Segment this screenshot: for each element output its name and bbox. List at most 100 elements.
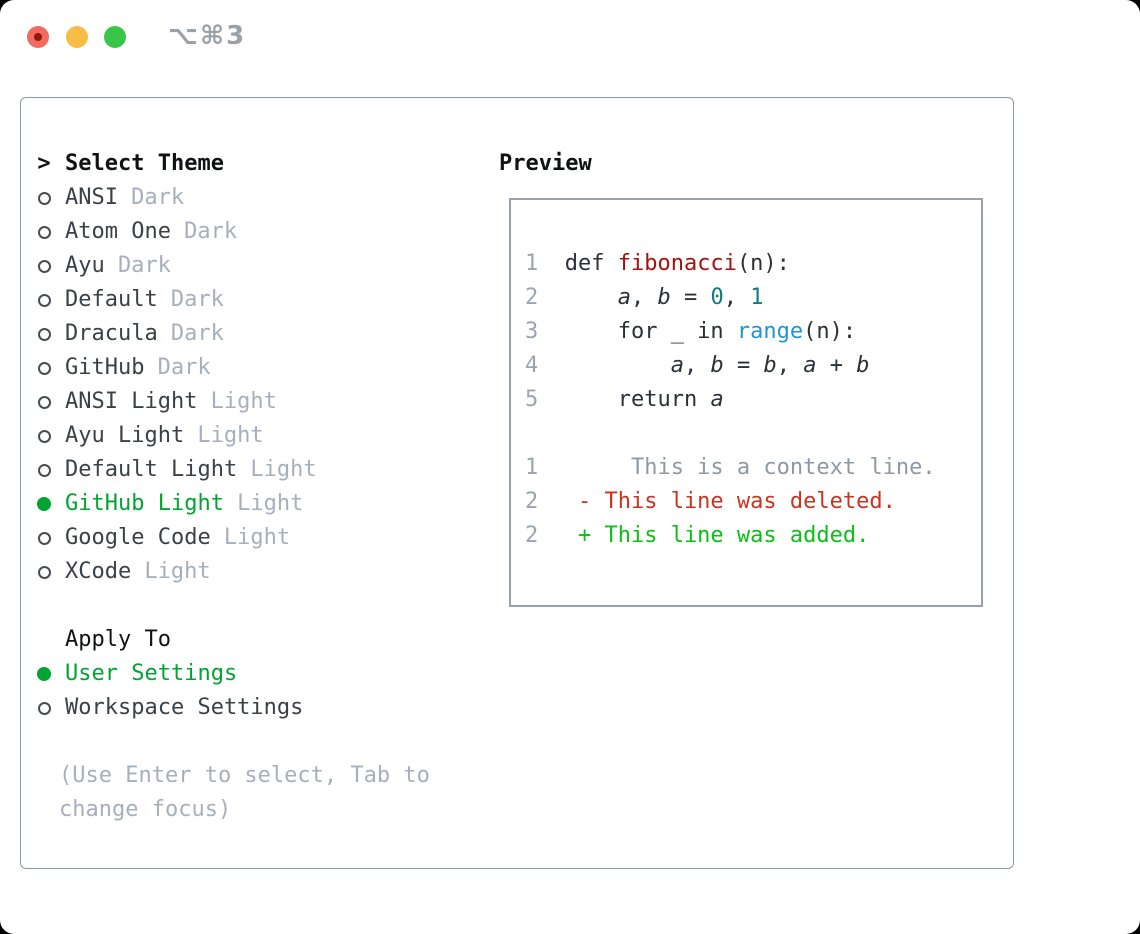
code-segment-code: for _ in xyxy=(564,319,737,344)
theme-option-atom-one[interactable]: Atom One Dark xyxy=(37,215,487,249)
theme-variant-badge: Light xyxy=(210,389,277,414)
code-segment-var: b xyxy=(710,353,724,378)
preview-line xyxy=(525,417,981,451)
code-segment-code: (n): xyxy=(803,319,857,344)
theme-name: Google Code xyxy=(65,525,211,550)
code-segment-code xyxy=(565,349,671,383)
code-segment-code: , xyxy=(630,285,658,310)
line-number: 1 xyxy=(525,251,539,276)
spacer xyxy=(37,589,487,623)
theme-name: ANSI xyxy=(65,185,118,210)
theme-name: Ayu xyxy=(65,253,105,278)
radio-icon xyxy=(37,565,51,579)
close-button-dot-icon xyxy=(34,33,42,41)
code-segment-code: def xyxy=(564,251,618,276)
apply-option-workspace-settings[interactable]: Workspace Settings xyxy=(37,691,487,725)
line-number: 2 xyxy=(525,523,539,548)
window-shortcut-label: ⌥⌘3 xyxy=(168,21,247,51)
select-theme-header: > Select Theme xyxy=(37,147,487,181)
theme-option-google-code[interactable]: Google Code Light xyxy=(37,521,487,555)
apply-to-title: Apply To xyxy=(65,627,171,652)
preview-line: 5 return a xyxy=(525,383,981,417)
code-segment-function: fibonacci xyxy=(617,251,737,276)
maximize-button[interactable] xyxy=(104,26,126,48)
radio-icon xyxy=(37,259,51,273)
close-button[interactable] xyxy=(27,26,49,48)
line-number: 2 xyxy=(525,489,539,514)
theme-variant-badge: Dark xyxy=(184,219,238,244)
code-segment-code: (n): xyxy=(736,251,790,276)
theme-option-ansi[interactable]: ANSI Dark xyxy=(37,181,487,215)
theme-option-github-light[interactable]: GitHub Light Light xyxy=(37,487,487,521)
code-segment-var: a xyxy=(617,285,631,310)
theme-name: Default xyxy=(65,287,158,312)
theme-variant-badge: Light xyxy=(144,559,211,584)
code-segment-var: a xyxy=(803,353,817,378)
preview-line: 1 This is a context line. xyxy=(525,451,981,485)
minimize-button[interactable] xyxy=(66,26,88,48)
code-segment-code: = xyxy=(670,285,711,310)
apply-option-label: Workspace Settings xyxy=(65,695,304,720)
theme-name: Atom One xyxy=(65,219,171,244)
theme-name: GitHub xyxy=(65,355,145,380)
select-theme-title: Select Theme xyxy=(65,151,224,176)
code-segment-context: This is a context line. xyxy=(564,455,936,480)
code-segment-var: b xyxy=(856,353,870,378)
code-segment-var: b xyxy=(763,353,777,378)
theme-option-github[interactable]: GitHub Dark xyxy=(37,351,487,385)
radio-icon xyxy=(37,225,51,239)
line-number: 2 xyxy=(525,285,539,310)
radio-icon xyxy=(37,327,51,341)
radio-icon xyxy=(37,429,51,443)
radio-icon xyxy=(37,191,51,205)
theme-variant-badge: Light xyxy=(237,491,304,516)
theme-variant-badge: Dark xyxy=(157,355,211,380)
theme-name: Default Light xyxy=(65,457,238,482)
theme-variant-badge: Light xyxy=(250,457,317,482)
apply-option-user-settings[interactable]: User Settings xyxy=(37,657,487,691)
theme-option-xcode[interactable]: XCode Light xyxy=(37,555,487,589)
preview-line: 1 def fibonacci(n): xyxy=(525,247,981,281)
radio-icon xyxy=(37,361,51,375)
theme-option-dracula[interactable]: Dracula Dark xyxy=(37,317,487,351)
theme-name: GitHub Light xyxy=(65,491,224,516)
preview-line: 2 + This line was added. xyxy=(525,519,981,553)
theme-name: XCode xyxy=(65,559,132,584)
radio-icon xyxy=(37,463,51,477)
help-text: (Use Enter to select, Tab to change focu… xyxy=(59,763,430,822)
code-segment-code: , xyxy=(776,353,804,378)
spacer xyxy=(37,725,487,759)
preview-line: 3 for _ in range(n): xyxy=(525,315,981,349)
code-segment-var: b xyxy=(657,285,671,310)
code-segment-code: , xyxy=(683,353,711,378)
line-number xyxy=(525,417,565,451)
preview-line: 4 a, b = b, a + b xyxy=(525,349,981,383)
apply-option-label: User Settings xyxy=(65,661,238,686)
theme-variant-badge: Dark xyxy=(170,321,224,346)
code-segment-code: , xyxy=(723,285,751,310)
theme-option-default-light[interactable]: Default Light Light xyxy=(37,453,487,487)
theme-variant-badge: Dark xyxy=(131,185,185,210)
code-segment-code xyxy=(565,281,618,315)
code-segment-deleted: - This line was deleted. xyxy=(564,489,896,514)
radio-icon xyxy=(37,701,51,715)
theme-name: Dracula xyxy=(65,321,158,346)
theme-variant-badge: Light xyxy=(223,525,291,550)
radio-icon xyxy=(37,293,51,307)
line-number: 5 xyxy=(525,387,539,412)
code-segment-num: 1 xyxy=(750,285,764,310)
radio-icon xyxy=(37,395,51,409)
code-segment-builtin: range xyxy=(736,319,804,344)
radio-icon xyxy=(37,531,51,545)
radio-selected-icon xyxy=(37,667,51,681)
